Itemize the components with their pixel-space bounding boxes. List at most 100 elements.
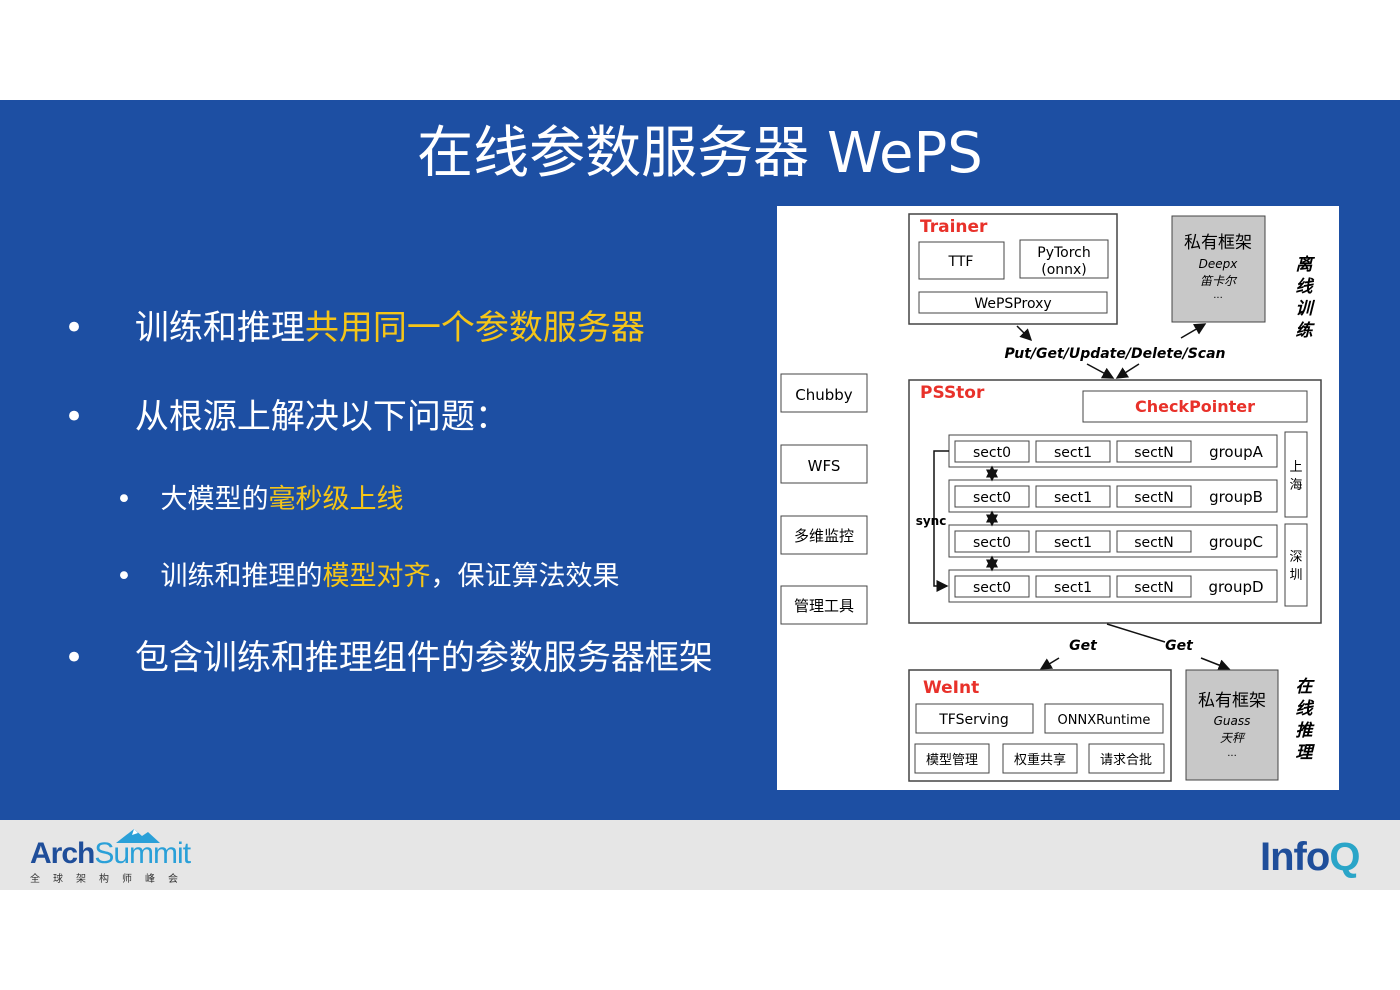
infoq-logo: InfoQ: [1260, 834, 1360, 880]
bullet-highlight: 共用同一个参数服务器: [304, 308, 645, 348]
checkpointer-label: CheckPointer: [1135, 397, 1255, 416]
page-title: 在线参数服务器 WePS: [417, 121, 983, 186]
region-char: 上: [1289, 460, 1302, 475]
infoq-q-text: Q: [1329, 835, 1360, 879]
bullet-highlight: 毫秒级上线: [268, 484, 404, 515]
footer-bar: [0, 820, 1400, 890]
private-framework-more: ...: [1213, 290, 1223, 301]
group-row-d: sect0 sect1 sectN groupD: [948, 569, 1278, 603]
wfs-label: WFS: [808, 457, 841, 475]
sync-label: sync: [916, 514, 947, 528]
model-mgmt-box: [914, 743, 990, 774]
online-char: 理: [1296, 743, 1316, 763]
mountain-icon: [116, 829, 160, 843]
sect-label: sect0: [973, 490, 1011, 506]
sect-label: sect0: [973, 535, 1011, 551]
sect-box: [954, 575, 1030, 598]
weight-share-box: [1002, 743, 1078, 774]
trainer-title: Trainer: [920, 217, 988, 237]
sect-label: sect0: [973, 445, 1011, 461]
admin-tools-box: [780, 585, 868, 625]
batching-label: 请求合批: [1100, 753, 1152, 768]
bullet-dot: •: [64, 308, 85, 348]
group-name: groupA: [1209, 443, 1264, 461]
offline-char: 训: [1296, 299, 1316, 319]
bullet-highlight: 模型对齐: [322, 561, 431, 592]
weint-title: WeInt: [923, 678, 979, 698]
sync-bracket: [933, 450, 949, 592]
arrow-get-private: [1200, 657, 1231, 671]
bullet-text: 大模型的: [160, 484, 269, 515]
private-framework-title: 私有框架: [1198, 691, 1266, 711]
bullet-dot: •: [116, 484, 132, 515]
ttf-label: TTF: [948, 254, 974, 270]
get-label-left: Get: [1069, 638, 1098, 654]
sect-label: sectN: [1134, 490, 1174, 506]
sect-label: sect1: [1054, 445, 1092, 461]
chubby-box: [780, 373, 868, 413]
arrow-get-weint: [1039, 657, 1060, 670]
group-name: groupB: [1209, 488, 1263, 506]
admin-tools-label: 管理工具: [794, 597, 854, 615]
bullet-text: 从根源上解决以下问题：: [134, 397, 509, 437]
batching-box: [1088, 743, 1165, 774]
onnxruntime-label: ONNXRuntime: [1058, 713, 1151, 728]
online-char: 推: [1296, 721, 1316, 741]
private-framework-item: Deepx: [1199, 257, 1239, 271]
bullet-item-5: • 包含训练和推理组件的参数服务器框架: [64, 636, 713, 680]
pytorch-label: PyTorch: [1037, 245, 1090, 261]
sect-box: [1116, 530, 1192, 553]
api-label: Put/Get/Update/Delete/Scan: [1005, 346, 1226, 362]
sect-label: sect0: [973, 580, 1011, 596]
wepsproxy-label: WePSProxy: [974, 296, 1051, 312]
chubby-label: Chubby: [795, 386, 853, 404]
region-char: 深: [1289, 550, 1302, 565]
bullet-rest: ，保证算法效果: [430, 561, 620, 592]
sect-label: sect1: [1054, 580, 1092, 596]
group-row-c: sect0 sect1 sectN groupC: [948, 524, 1278, 558]
private-framework-title: 私有框架: [1184, 233, 1252, 253]
private-framework-bottom: [1185, 669, 1279, 781]
sect-box: [1035, 530, 1111, 553]
logo-subtitle: 全球架构师峰会: [30, 874, 191, 885]
bullet-text: 训练和推理的: [160, 561, 323, 592]
psstor-title: PSStor: [920, 383, 985, 403]
sync-connectors: [933, 450, 998, 592]
sect-box: [1116, 575, 1192, 598]
weight-share-label: 权重共享: [1014, 752, 1066, 768]
architecture-diagram: Trainer TTF PyTorch (onnx) WePSProxy 私有框…: [777, 206, 1339, 790]
onnx-label: (onnx): [1041, 262, 1087, 278]
group-name: groupD: [1208, 578, 1263, 596]
sect-box: [954, 485, 1030, 508]
bullet-dot: •: [64, 638, 85, 678]
private-framework-top: [1171, 215, 1266, 323]
private-framework-item: Guass: [1214, 714, 1251, 728]
region-shenzhen-box: [1284, 523, 1308, 607]
tfserving-box: [915, 703, 1034, 734]
bullet-dot: •: [116, 561, 132, 592]
bullet-item-2: • 从根源上解决以下问题：: [64, 395, 509, 439]
region-shanghai-box: [1284, 431, 1308, 518]
private-framework-item: 天秤: [1220, 731, 1246, 745]
wfs-box: [780, 444, 868, 484]
sect-box: [1116, 485, 1192, 508]
bullet-item-3: • 大模型的毫秒级上线: [116, 482, 404, 518]
bullet-dot: •: [64, 397, 85, 437]
offline-char: 练: [1296, 321, 1316, 341]
sect-box: [1116, 440, 1192, 463]
sect-label: sect1: [1054, 490, 1092, 506]
private-framework-more: ...: [1227, 748, 1237, 759]
group-row-a: sect0 sect1 sectN groupA: [948, 434, 1278, 468]
bullet-item-1: • 训练和推理共用同一个参数服务器: [64, 306, 645, 350]
sect-box: [954, 530, 1030, 553]
arrow-api-private: [1180, 323, 1207, 339]
sect-label: sectN: [1134, 445, 1174, 461]
sect-label: sect1: [1054, 535, 1092, 551]
ttf-box: [918, 241, 1005, 280]
wepsproxy-box: [918, 291, 1108, 314]
infoq-text: Info: [1260, 835, 1330, 879]
tfserving-label: TFServing: [938, 712, 1009, 728]
bullet-item-4: • 训练和推理的模型对齐，保证算法效果: [116, 559, 620, 595]
get-connector: [1106, 623, 1166, 643]
sect-box: [954, 440, 1030, 463]
